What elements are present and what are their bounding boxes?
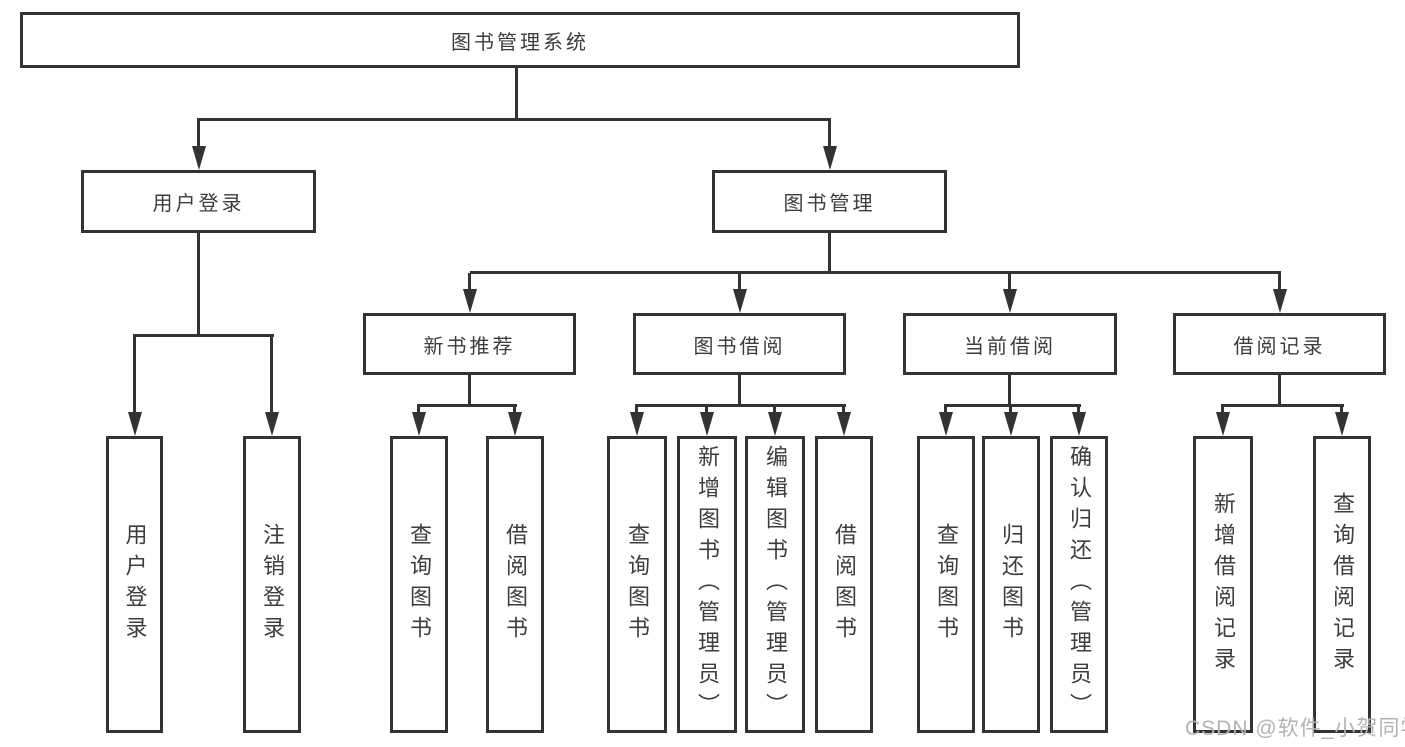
arrow-down-icon xyxy=(733,289,747,313)
node-label: 新增图书（管理员） xyxy=(695,445,720,724)
connector-groupD-hline xyxy=(1221,404,1344,407)
connector-login-stub xyxy=(197,233,200,337)
leaf-add-books-admin: 新增图书（管理员） xyxy=(677,436,737,733)
arrow-down-icon xyxy=(412,412,426,436)
connector-stem xyxy=(513,406,516,414)
connector-mgmt-hline xyxy=(470,271,1281,274)
node-label: 图书管理系统 xyxy=(451,31,589,54)
node-label: 借阅记录 xyxy=(1233,335,1326,358)
arrow-down-icon xyxy=(265,412,279,436)
node-label: 查询图书 xyxy=(625,522,650,647)
arrow-down-icon xyxy=(1273,289,1287,313)
leaf-confirm-return-admin: 确认归还（管理员） xyxy=(1050,436,1108,733)
node-user-login: 用户登录 xyxy=(81,170,316,233)
node-label: 新增借阅记录 xyxy=(1211,491,1236,678)
connector-groupB-hline xyxy=(635,404,846,407)
connector-stem-current-borrow xyxy=(1008,273,1011,291)
connector-groupB-stub xyxy=(738,375,741,407)
node-label: 图书管理 xyxy=(783,193,876,215)
leaf-query-books-borrow: 查询图书 xyxy=(607,436,667,733)
connector-mgmt-stub xyxy=(828,233,831,274)
connector-stem xyxy=(842,406,845,414)
connector-login-hline xyxy=(133,334,274,337)
arrow-down-icon xyxy=(823,146,837,170)
node-label: 新书推荐 xyxy=(423,335,516,358)
leaf-add-borrow-record: 新增借阅记录 xyxy=(1193,436,1253,733)
node-book-borrow: 图书借阅 xyxy=(633,313,846,375)
node-label: 查询图书 xyxy=(934,522,959,647)
node-label: 用户登录 xyxy=(122,522,148,647)
connector-stem-borrow-records xyxy=(1278,273,1281,291)
leaf-query-borrow-record: 查询借阅记录 xyxy=(1313,436,1371,733)
arrow-down-icon xyxy=(508,412,522,436)
arrow-down-icon xyxy=(192,146,206,170)
connector-groupC-stub xyxy=(1008,375,1011,407)
connector-groupA-stub xyxy=(468,375,471,407)
connector-stem-login-leaf2 xyxy=(270,336,273,414)
leaf-query-books-recommend: 查询图书 xyxy=(390,436,448,733)
arrow-down-icon xyxy=(128,412,142,436)
node-label: 借阅图书 xyxy=(503,522,528,647)
node-label: 用户登录 xyxy=(152,193,245,215)
arrow-down-icon xyxy=(463,289,477,313)
leaf-edit-books-admin: 编辑图书（管理员） xyxy=(745,436,805,733)
node-label: 查询借阅记录 xyxy=(1330,491,1355,678)
node-label: 归还图书 xyxy=(999,522,1024,647)
connector-root-stub xyxy=(515,68,518,121)
node-label: 注销登录 xyxy=(260,522,285,647)
arrow-down-icon xyxy=(837,412,851,436)
node-label: 查询图书 xyxy=(407,522,432,647)
connector-stem xyxy=(1077,406,1080,414)
arrow-down-icon xyxy=(630,412,644,436)
leaf-return-books: 归还图书 xyxy=(982,436,1040,733)
arrow-down-icon xyxy=(1003,289,1017,313)
leaf-borrow-books-recommend: 借阅图书 xyxy=(486,436,544,733)
arrow-down-icon xyxy=(700,412,714,436)
arrow-down-icon xyxy=(939,412,953,436)
leaf-logout: 注销登录 xyxy=(243,436,301,733)
leaf-user-login: 用户登录 xyxy=(106,436,163,733)
connector-groupC-hline xyxy=(944,404,1081,407)
node-label: 确认归还（管理员） xyxy=(1067,445,1092,724)
node-new-book-recommend: 新书推荐 xyxy=(363,313,576,375)
connector-stem xyxy=(705,406,708,414)
node-book-management: 图书管理 xyxy=(712,170,947,233)
connector-stem-book-borrow xyxy=(738,273,741,291)
node-library-management-system: 图书管理系统 xyxy=(20,12,1020,68)
node-current-borrow: 当前借阅 xyxy=(903,313,1117,375)
node-label: 借阅图书 xyxy=(832,522,857,647)
connector-stem xyxy=(944,406,947,414)
connector-stem-user-login xyxy=(197,118,200,148)
connector-groupA-hline xyxy=(417,404,517,407)
connector-groupD-stub xyxy=(1278,375,1281,407)
arrow-down-icon xyxy=(1072,412,1086,436)
node-borrow-records: 借阅记录 xyxy=(1173,313,1386,375)
connector-stem xyxy=(417,406,420,414)
connector-stem-login-leaf1 xyxy=(133,336,136,414)
arrow-down-icon xyxy=(1004,412,1018,436)
connector-stem xyxy=(1340,406,1343,414)
node-label: 当前借阅 xyxy=(964,335,1056,358)
arrow-down-icon xyxy=(1216,412,1230,436)
node-label: 图书借阅 xyxy=(693,335,786,358)
connector-stem xyxy=(1221,406,1224,414)
connector-stem xyxy=(773,406,776,414)
connector-stem xyxy=(1009,406,1012,414)
leaf-borrow-books: 借阅图书 xyxy=(815,436,873,733)
connector-stem-new-books xyxy=(468,273,471,291)
connector-root-hline xyxy=(197,118,831,121)
connector-stem-book-management xyxy=(828,118,831,148)
leaf-query-books-current: 查询图书 xyxy=(917,436,975,733)
arrow-down-icon xyxy=(768,412,782,436)
connector-stem xyxy=(635,406,638,414)
node-label: 编辑图书（管理员） xyxy=(763,445,788,724)
csdn-watermark: CSDN @软件_小贺同学 xyxy=(1185,717,1405,740)
arrow-down-icon xyxy=(1335,412,1349,436)
